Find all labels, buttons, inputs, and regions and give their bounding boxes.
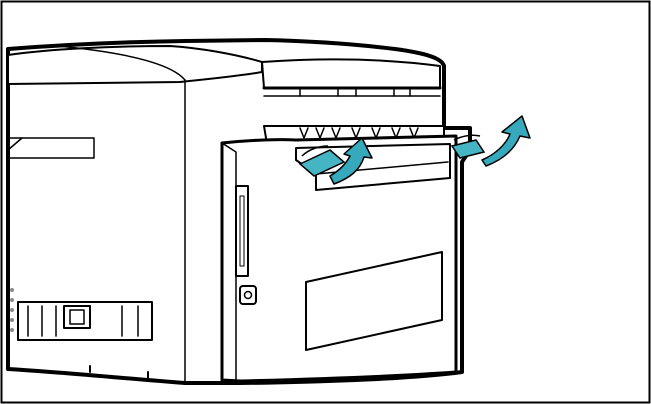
printer-feet xyxy=(89,365,149,379)
door-inner-edge xyxy=(221,142,237,382)
hand-right-icon xyxy=(453,134,481,141)
paper-tray-inner xyxy=(27,305,139,337)
power-connector-pin xyxy=(243,290,253,300)
jammed-paper-right xyxy=(450,139,486,159)
vent-dots xyxy=(10,288,14,332)
hand-left-icon xyxy=(301,145,329,157)
jammed-paper-left xyxy=(298,149,346,177)
door-lower-recess xyxy=(305,251,443,351)
pull-arrow-right-icon xyxy=(481,115,531,167)
pull-arrow-left-icon xyxy=(329,137,373,185)
output-rail-ticks xyxy=(299,87,411,97)
tray-release-button-inner xyxy=(69,309,85,325)
side-panel-notch xyxy=(7,137,23,151)
side-panel-edge xyxy=(7,137,95,159)
lid-edge xyxy=(57,45,186,81)
output-tray-top xyxy=(261,58,441,89)
vertical-slot-inner xyxy=(239,195,245,267)
